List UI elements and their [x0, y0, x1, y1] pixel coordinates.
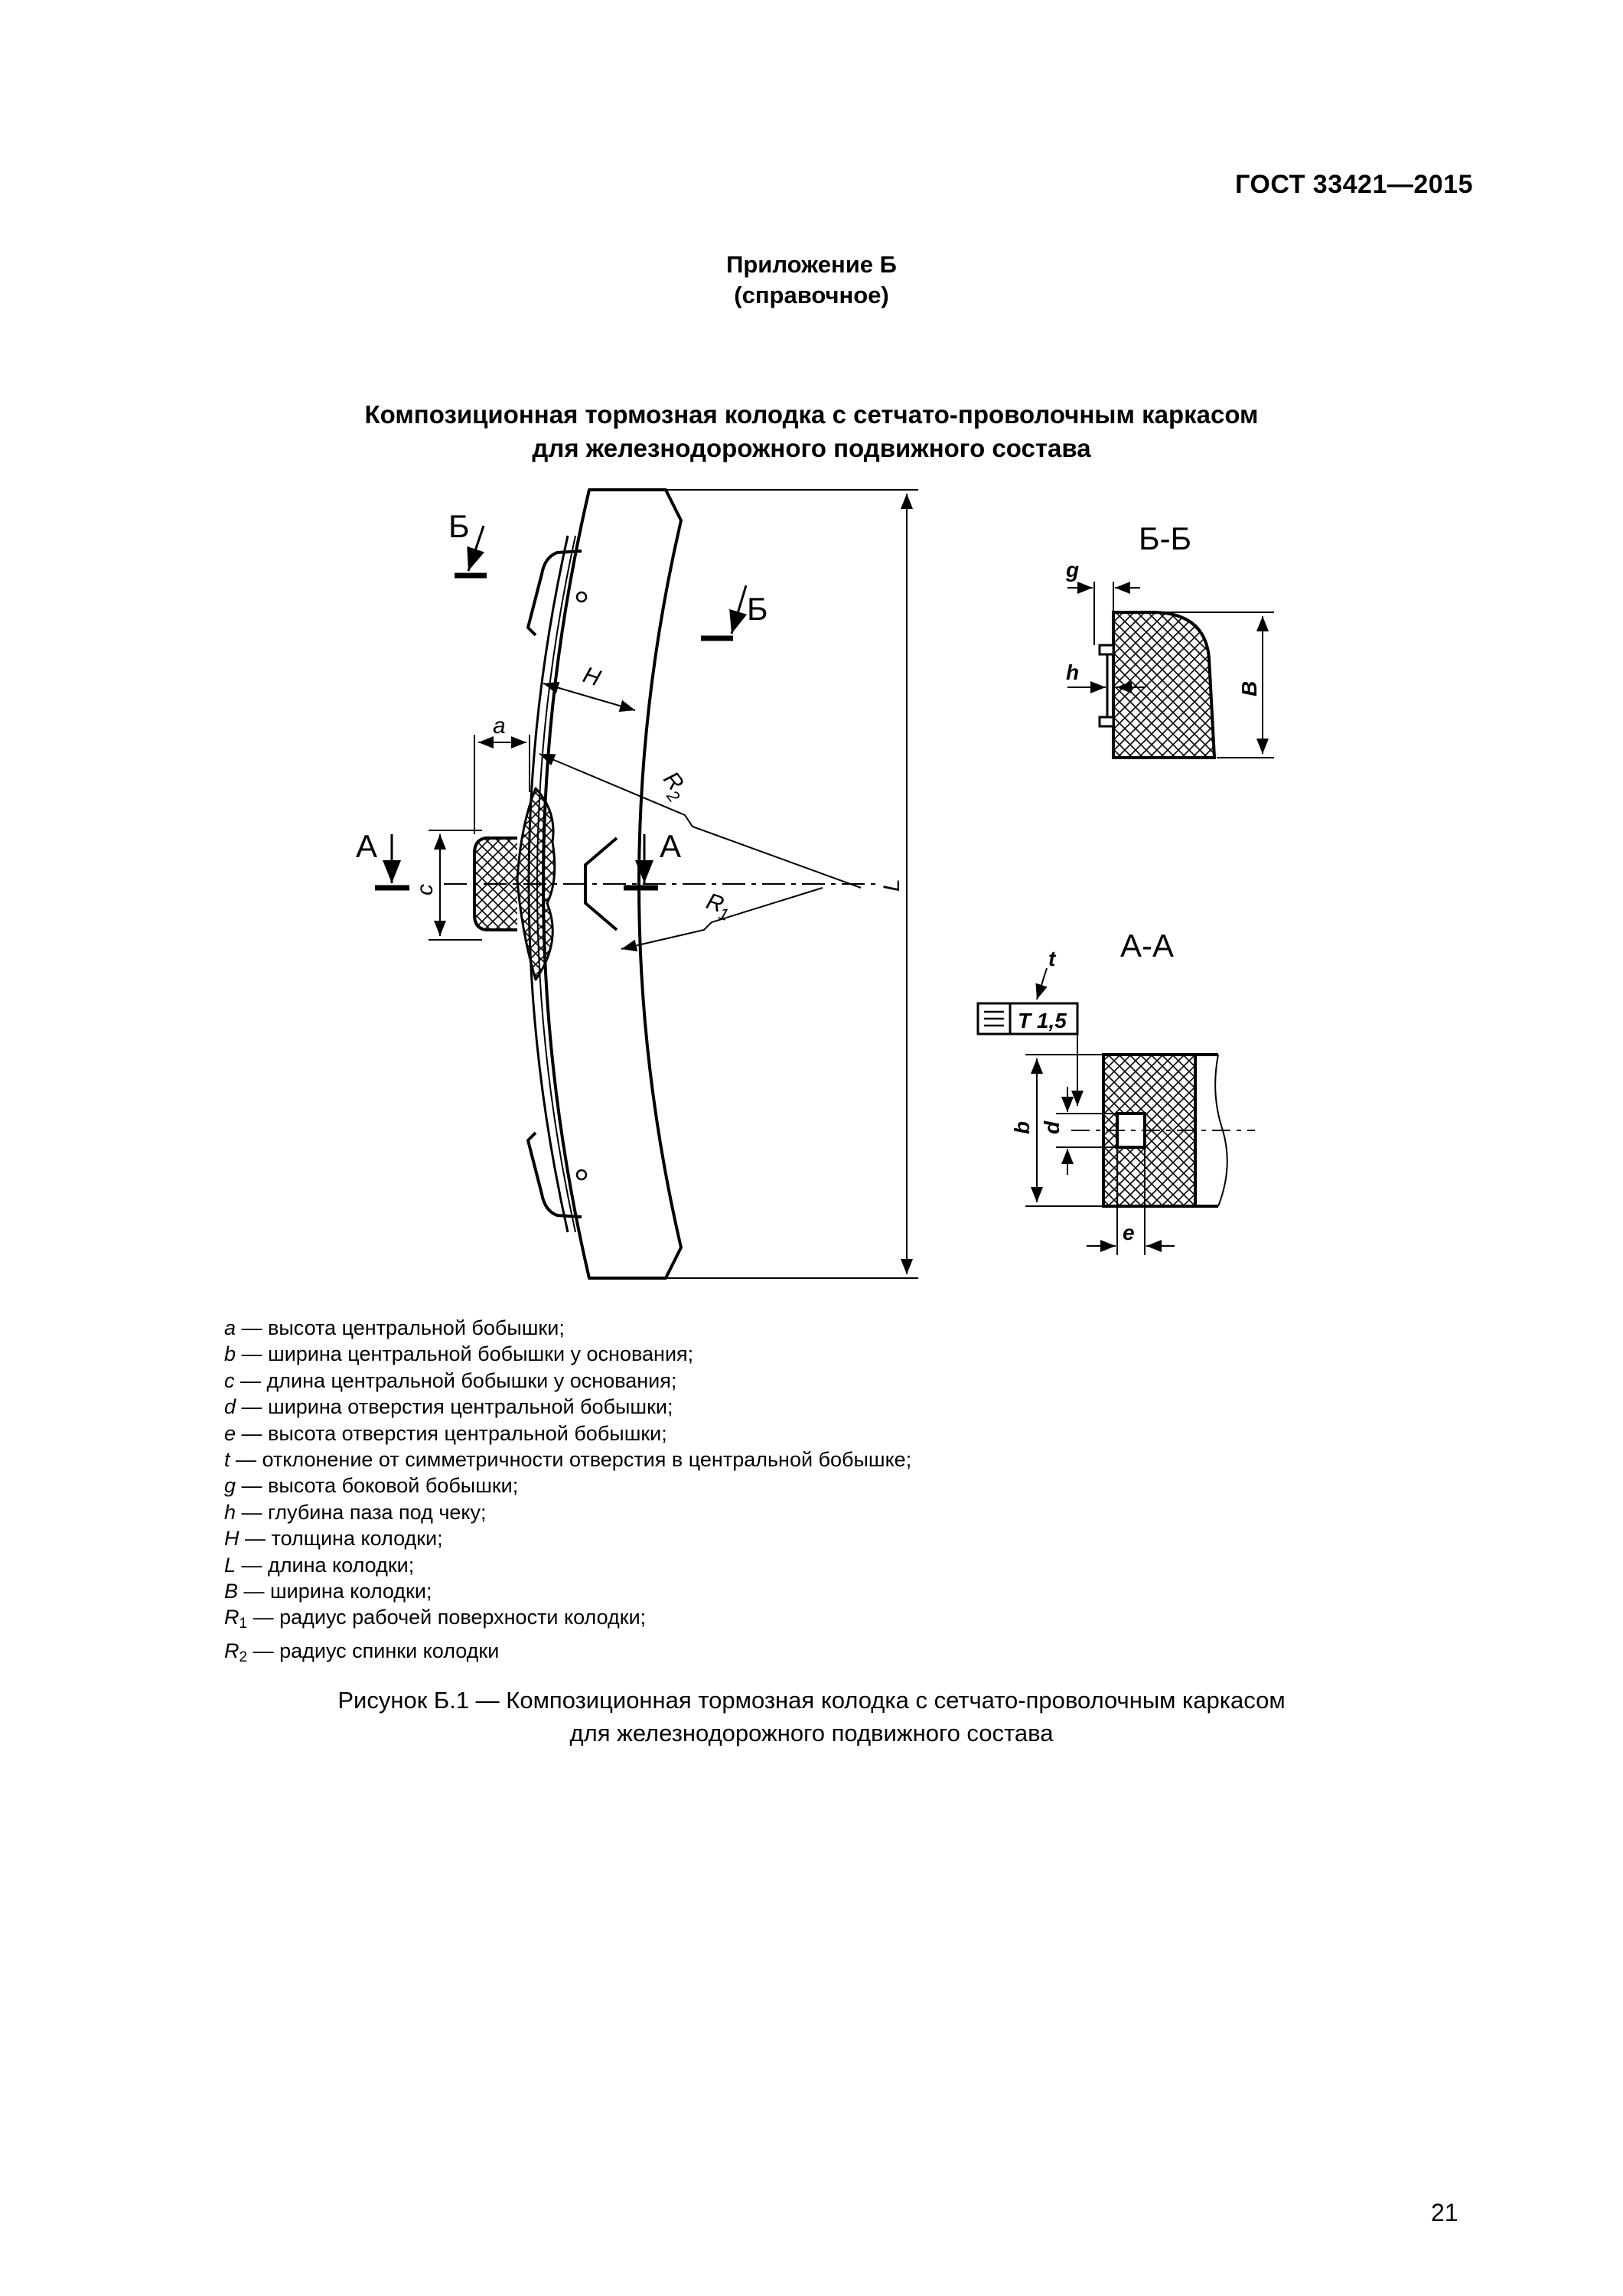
brake-shoe-main-view	[444, 488, 880, 1280]
legend-item: h — глубина паза под чеку;	[224, 1500, 487, 1524]
section-aa-view	[976, 967, 1255, 1255]
label-dim-a: a	[493, 713, 506, 739]
figure-caption-line2: для железнодорожного подвижного состава	[569, 1720, 1054, 1746]
label-view-aa: А-А	[1120, 928, 1174, 964]
legend-item: R2 — радиус спинки колодки	[224, 1639, 500, 1665]
side-boss-top	[526, 550, 582, 637]
label-dim-g: g	[1065, 558, 1079, 582]
standard-designation: ГОСТ 33421—2015	[1235, 170, 1473, 199]
legend-item: c — длина центральной бобышки у основани…	[224, 1368, 677, 1392]
label-dim-d: d	[1040, 1120, 1064, 1134]
page-number: 21	[1431, 2199, 1458, 2226]
symbol-legend: a — высота центральной бобышки; b — шири…	[224, 1315, 911, 1671]
label-dim-c: c	[412, 884, 438, 895]
legend-item: e — высота отверстия центральной бобышки…	[224, 1421, 667, 1445]
label-section-b-right: Б	[747, 591, 768, 627]
annex-status: (справочное)	[734, 282, 889, 308]
main-view-dimensions	[429, 489, 918, 1279]
label-dim-L: L	[879, 879, 904, 892]
label-section-a-right: А	[660, 828, 681, 864]
legend-item: R1 — радиус рабочей поверхности колодки;	[224, 1606, 647, 1632]
legend-item: g — высота боковой бобышки;	[224, 1474, 519, 1498]
legend-item: b — ширина центральной бобышки у основан…	[224, 1342, 694, 1366]
legend-item: d — ширина отверстия центральной бобышки…	[224, 1395, 673, 1419]
annex-label: Приложение Б	[726, 251, 897, 278]
label-dim-B: B	[1237, 681, 1261, 696]
figure-caption-line1: Рисунок Б.1 — Композиционная тормозная к…	[337, 1687, 1286, 1714]
label-section-a-left: А	[356, 828, 377, 864]
legend-item: a — высота центральной бобышки;	[224, 1316, 565, 1339]
legend-item: L — длина колодки;	[224, 1553, 415, 1577]
section-bb-body	[1112, 611, 1217, 759]
label-section-b-top: Б	[448, 508, 470, 544]
section-bb-labels: Б-Б g h B	[1065, 520, 1261, 696]
side-boss-bottom	[526, 1131, 582, 1218]
label-dim-e: e	[1123, 1221, 1135, 1244]
legend-item: B — ширина колодки;	[224, 1580, 432, 1603]
section-marks	[375, 525, 748, 891]
label-view-bb: Б-Б	[1139, 520, 1191, 556]
legend-item: H — толщина колодки;	[224, 1527, 443, 1551]
section-aa-labels: А-А t T 1,5 b d e	[1010, 928, 1174, 1244]
figure-title-line2: для железнодорожного подвижного состава	[532, 434, 1091, 462]
figure-title-line1: Композиционная тормозная колодка с сетча…	[364, 400, 1259, 429]
label-dim-t: t	[1048, 947, 1057, 970]
section-bb-view	[1067, 582, 1274, 759]
figure-caption: Рисунок Б.1 — Композиционная тормозная к…	[0, 1684, 1623, 1750]
label-dim-h: h	[1066, 660, 1079, 684]
legend-item: t — отклонение от симметричности отверст…	[224, 1448, 912, 1472]
label-dim-b: b	[1010, 1121, 1034, 1134]
label-tolerance-value: T 1,5	[1018, 1009, 1067, 1032]
